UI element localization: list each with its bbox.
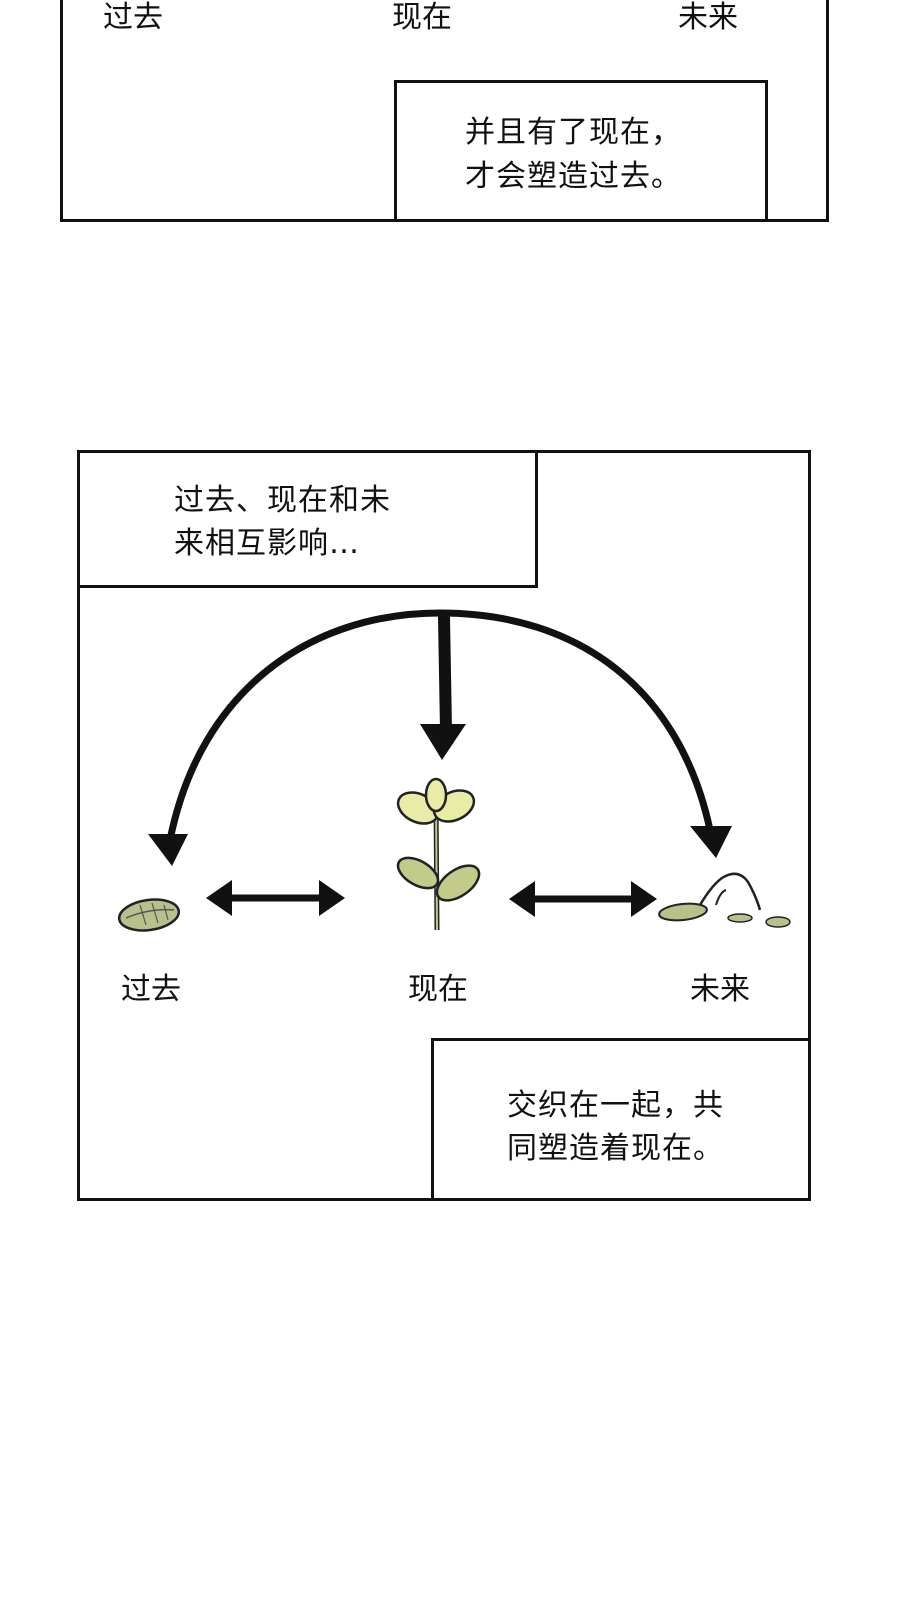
caption-upper-line2: 来相互影响… — [174, 526, 360, 561]
down-arrow-shaft — [438, 611, 452, 736]
caption-lower-line1: 交织在一起，共 — [507, 1088, 724, 1123]
label-future: 未来 — [690, 972, 750, 1007]
caption-box-upper-left — [77, 450, 538, 588]
arrowhead-left-icon — [148, 834, 188, 866]
caption-top-line2: 才会塑造过去。 — [465, 159, 682, 194]
caption-box-lower-right — [431, 1038, 811, 1201]
label-present: 现在 — [408, 972, 468, 1007]
double-arrow-present-future-icon — [509, 881, 657, 917]
label-present-top: 现在 — [392, 0, 452, 35]
empty-husk-icon — [658, 872, 791, 928]
label-past-top: 过去 — [103, 0, 163, 35]
arrowhead-down-icon — [420, 724, 466, 760]
caption-top-line1: 并且有了现在， — [465, 115, 682, 150]
sprout-icon — [396, 777, 481, 931]
seed-icon — [117, 898, 181, 932]
caption-upper-line1: 过去、现在和未 — [174, 483, 391, 518]
label-past: 过去 — [121, 972, 181, 1007]
double-arrow-past-present-icon — [206, 880, 345, 916]
label-future-top: 未来 — [678, 0, 738, 35]
arrowhead-right-icon — [690, 826, 732, 858]
caption-box-top — [394, 80, 768, 222]
caption-lower-line2: 同塑造着现在。 — [507, 1131, 724, 1166]
